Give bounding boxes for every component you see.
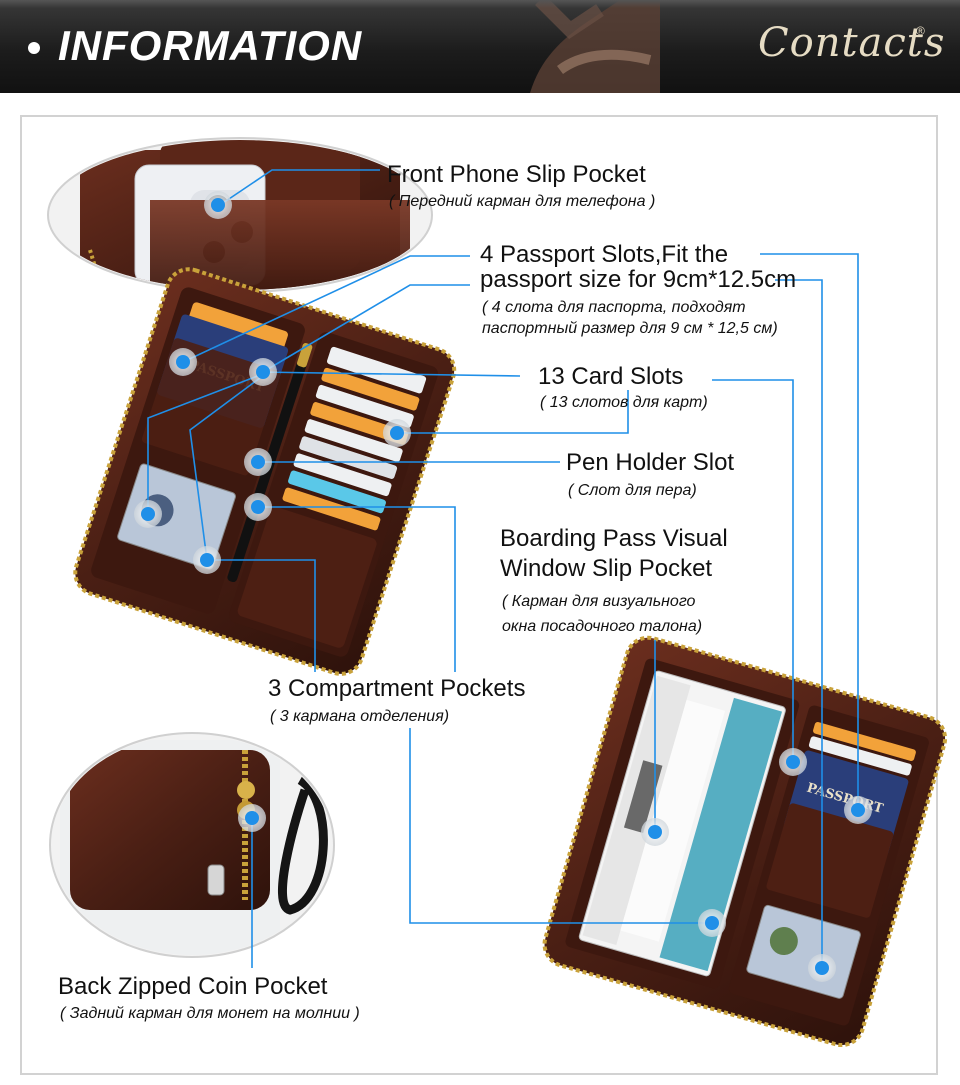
label-card-slots-subtitle: ( 13 слотов для карт) xyxy=(540,394,708,411)
label-passport-subtitle-2: паспортный размер для 9 см * 12,5 см) xyxy=(482,320,778,337)
label-boarding-title-2: Window Slip Pocket xyxy=(500,555,713,582)
label-compartments-title: 3 Compartment Pockets xyxy=(268,675,526,702)
wallet-open-right: PASSPORT xyxy=(542,635,948,1048)
registered-mark: ® xyxy=(916,24,925,38)
header-banner: INFORMATION Contacts ® xyxy=(0,0,960,93)
phone-pocket-detail xyxy=(47,137,433,293)
label-boarding-title-1: Boarding Pass Visual xyxy=(500,525,728,552)
brand-logo: Contacts xyxy=(758,20,946,66)
label-card-slots-title: 13 Card Slots xyxy=(538,363,684,390)
callout-line-phone xyxy=(219,169,380,206)
label-front-phone-subtitle: ( Передний карман для телефона ) xyxy=(389,193,656,210)
label-pen-holder-title: Pen Holder Slot xyxy=(566,449,735,476)
label-coin-pocket-title: Back Zipped Coin Pocket xyxy=(58,973,328,1000)
label-coin-pocket-subtitle: ( Задний карман для монет на молнии ) xyxy=(60,1005,360,1022)
hands-photo-icon xyxy=(530,0,660,93)
label-compartments-subtitle: ( 3 кармана отделения) xyxy=(270,708,450,725)
callout-lines xyxy=(147,169,859,968)
page-title: INFORMATION xyxy=(58,22,363,69)
callout-dots xyxy=(134,191,872,982)
header-bullet-icon xyxy=(28,42,40,54)
label-passport-title-1: 4 Passport Slots,Fit the xyxy=(480,241,729,268)
label-front-phone-title: Front Phone Slip Pocket xyxy=(387,161,646,188)
label-boarding-subtitle-2: окна посадочного талона) xyxy=(502,618,703,635)
callout-line-passport-1 xyxy=(182,255,470,363)
card-stack xyxy=(282,346,427,531)
label-passport-subtitle-1: ( 4 слота для паспорта, подходят xyxy=(482,299,746,316)
label-passport-title-2: passport size for 9cm*12.5cm xyxy=(480,266,797,293)
label-boarding-subtitle-1: ( Карман для визуального xyxy=(502,593,696,610)
coin-pocket-detail xyxy=(49,732,335,958)
label-pen-holder-subtitle: ( Слот для пера) xyxy=(568,482,697,499)
